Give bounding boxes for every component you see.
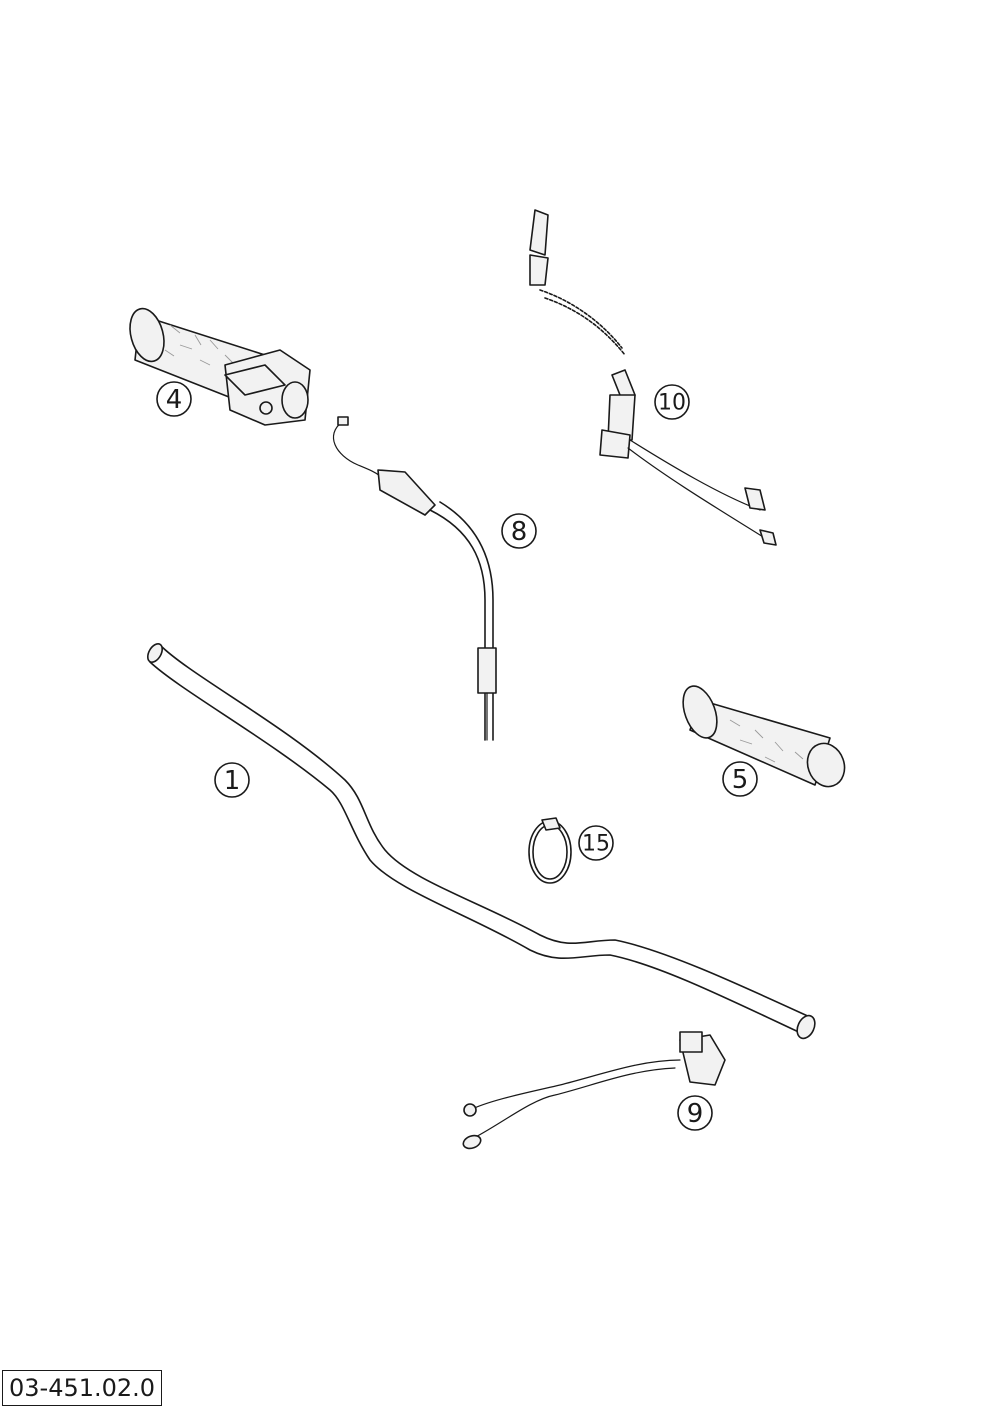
throttle-grip-part bbox=[129, 307, 311, 426]
callout-label: 1 bbox=[224, 766, 241, 796]
emergency-stop-switch-part bbox=[529, 209, 777, 546]
callout-1: 1 bbox=[214, 762, 250, 798]
switch-part bbox=[462, 1031, 726, 1150]
callout-label: 9 bbox=[687, 1099, 704, 1129]
drawing-number: 03-451.02.0 bbox=[2, 1370, 163, 1406]
handlebar-part bbox=[146, 643, 816, 1040]
callout-10: 10 bbox=[654, 384, 690, 420]
callout-5: 5 bbox=[722, 761, 758, 797]
callout-label: 15 bbox=[582, 832, 610, 857]
callout-label: 5 bbox=[732, 765, 749, 795]
callout-9: 9 bbox=[677, 1095, 713, 1131]
callout-label: 8 bbox=[511, 517, 528, 547]
callout-label: 10 bbox=[658, 391, 686, 416]
callout-8: 8 bbox=[501, 513, 537, 549]
hose-clamp-part bbox=[528, 817, 572, 884]
left-grip-part bbox=[682, 685, 846, 788]
callout-label: 4 bbox=[166, 385, 183, 415]
callout-4: 4 bbox=[156, 381, 192, 417]
callout-15: 15 bbox=[578, 825, 614, 861]
throttle-cable-part bbox=[332, 416, 497, 741]
